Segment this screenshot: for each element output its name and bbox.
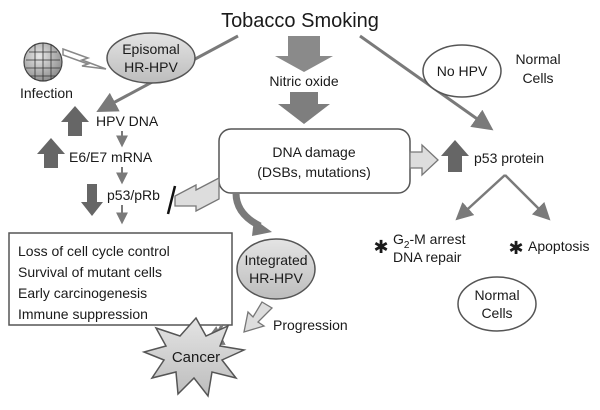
bottom-arrow-shape <box>278 92 330 124</box>
top-arrow-shape <box>275 36 333 72</box>
dna-damage-line2: (DSBs, mutations) <box>257 164 371 180</box>
virus-icon <box>23 42 63 82</box>
episomal-label-line1: Episomal <box>122 41 180 57</box>
g2m-arrest-label: G2-M arrest <box>393 231 466 251</box>
g2m-suffix: -M arrest <box>409 231 465 247</box>
integrated-label-line2: HR-HPV <box>249 270 303 286</box>
g2m-prefix: G <box>393 231 404 247</box>
outcome-item: Early carcinogenesis <box>18 285 147 301</box>
inhibition-bar <box>166 185 177 215</box>
dna-damage-node <box>218 128 411 194</box>
outcome-item: Immune suppression <box>18 306 148 322</box>
nitric-oxide-label: Nitric oxide <box>269 73 338 89</box>
integrated-hr-hpv-node <box>236 238 316 300</box>
asterisk-icon-g2m: ✱ <box>373 237 388 257</box>
down-arrow-p53prb <box>81 184 103 216</box>
episomal-hr-hpv-node <box>106 32 196 84</box>
g2m-sub: 2 <box>404 240 410 251</box>
normal-cells-top-line1: Normal <box>515 51 560 67</box>
cancer-node <box>141 316 247 398</box>
cancer-label: Cancer <box>172 349 220 366</box>
arrow-to-g2m <box>455 174 506 221</box>
nitric-oxide-arrow <box>275 36 333 124</box>
up-arrow-e6e7 <box>37 138 65 168</box>
integrated-label-line1: Integrated <box>244 252 307 268</box>
hpv-dna-label: HPV DNA <box>96 113 159 129</box>
outcome-item: Survival of mutant cells <box>18 264 162 280</box>
infection-label: Infection <box>20 85 73 101</box>
dna-repair-label: DNA repair <box>393 249 462 265</box>
asterisk-icon-apoptosis: ✱ <box>508 238 523 258</box>
arrow-to-apoptosis <box>504 174 551 221</box>
hollow-arrow-right <box>409 143 439 177</box>
curve-arrow-head <box>252 219 272 236</box>
normal-cells-bottom-line1: Normal <box>474 287 519 303</box>
dna-damage-line1: DNA damage <box>272 144 355 160</box>
title: Tobacco Smoking <box>221 10 379 32</box>
up-arrow-p53-protein <box>441 140 469 172</box>
p53-prb-label: p53/pRb <box>107 187 160 203</box>
progression-label: Progression <box>273 317 348 333</box>
progression-arrow <box>243 301 274 333</box>
p53-protein-label: p53 protein <box>474 150 544 166</box>
no-hpv-label: No HPV <box>437 63 488 79</box>
up-arrow-hpv-dna <box>61 106 89 136</box>
lightning-icon <box>62 47 107 70</box>
outcomes-box <box>8 232 233 326</box>
apoptosis-label: Apoptosis <box>528 238 589 254</box>
e6e7-mrna-label: E6/E7 mRNA <box>69 149 153 165</box>
episomal-label-line2: HR-HPV <box>124 59 178 75</box>
hollow-arrow-left <box>174 176 220 213</box>
outcome-item: Loss of cell cycle control <box>18 243 170 259</box>
normal-cells-top-line2: Cells <box>522 70 553 86</box>
no-hpv-node <box>422 44 502 98</box>
arrow-to-p53-protein <box>359 34 494 131</box>
normal-cells-bottom-line2: Cells <box>481 305 512 321</box>
normal-cells-bottom-node <box>457 276 537 332</box>
